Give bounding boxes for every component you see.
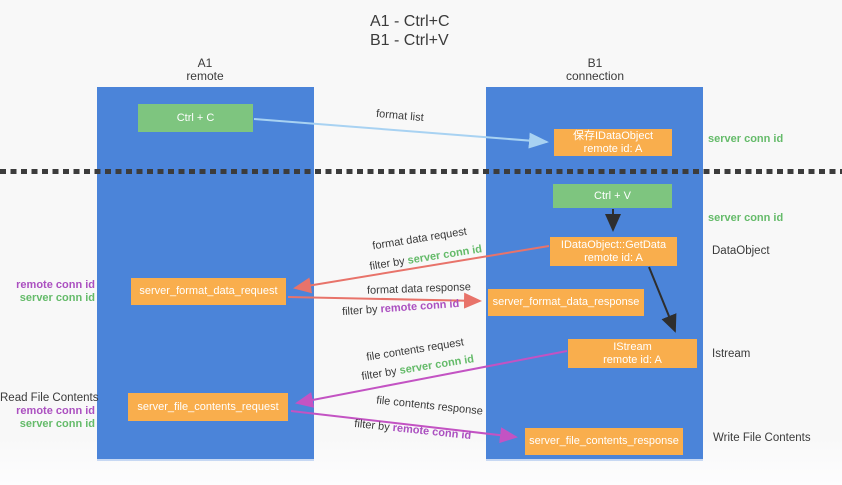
node-server-format-data-request: server_format_data_request: [131, 278, 286, 305]
label-file-contents-response: file contents response: [375, 394, 484, 418]
annotation-server-conn-id-mid: server conn id: [708, 212, 784, 224]
annotation-remote-conn-id-bottom: remote conn id: [16, 405, 95, 417]
node-server-file-contents-request: server_file_contents_request: [128, 393, 288, 421]
node-ctrl-v: Ctrl + V: [553, 184, 672, 208]
node-getdata-line2: remote id: A: [584, 251, 643, 264]
node-save-dataobject-line1: 保存IDataObject: [572, 129, 654, 142]
node-ctrl-c-label: Ctrl + C: [176, 111, 215, 124]
annotation-conn-ids-format: remote conn id server conn id: [0, 279, 95, 304]
filter-prefix: filter by: [360, 365, 398, 383]
node-server-file-contents-response-label: server_file_contents_response: [529, 435, 679, 447]
lane-b1-role: connection: [565, 69, 625, 83]
lane-a1-id: A1: [197, 56, 213, 70]
node-getdata-line1: IDataObject::GetData: [560, 238, 667, 251]
annotation-server-conn-id-top: server conn id: [708, 133, 784, 145]
label-filter-file-response: filter by remote conn id: [354, 418, 472, 443]
label-format-data-response: format data response: [366, 281, 472, 297]
node-server-file-contents-request-label: server_file_contents_request: [137, 400, 279, 413]
annotation-server-conn-id-left-bottom: server conn id: [19, 417, 95, 430]
filter-key-remote-conn-id: remote conn id: [380, 297, 460, 316]
lane-b1-id: B1: [587, 56, 603, 70]
label-filter-format-response: filter by remote conn id: [342, 298, 460, 319]
node-ctrl-c: Ctrl + C: [138, 104, 253, 132]
node-save-dataobject-line2: remote id: A: [583, 142, 643, 155]
annotation-istream: Istream: [712, 348, 751, 360]
annotation-write-file-contents: Write File Contents: [713, 432, 811, 444]
node-getdata: IDataObject::GetData remote id: A: [550, 237, 677, 266]
filter-prefix: filter by: [353, 417, 391, 434]
session-separator-line: [0, 169, 842, 174]
node-istream: IStream remote id: A: [568, 339, 697, 368]
annotation-read-file-contents: Read File Contents: [0, 392, 99, 404]
node-istream-line1: IStream: [613, 340, 652, 353]
node-server-file-contents-response: server_file_contents_response: [525, 428, 683, 455]
filter-prefix: filter by: [341, 303, 378, 319]
node-save-dataobject: 保存IDataObject remote id: A: [554, 129, 672, 156]
diagram-title-line1: A1 - Ctrl+C: [370, 13, 450, 30]
lane-header-a1: A1 remote: [145, 57, 265, 83]
filter-prefix: filter by: [368, 255, 406, 273]
lane-a1-role: remote: [186, 69, 224, 83]
node-server-format-data-request-label: server_format_data_request: [139, 285, 278, 297]
diagram-title: A1 - Ctrl+C B1 - Ctrl+V: [370, 12, 450, 50]
node-istream-line2: remote id: A: [603, 353, 662, 366]
annotation-server-conn-id-left-top: server conn id: [19, 291, 95, 304]
filter-key-server-conn-id: server conn id: [406, 243, 483, 267]
node-ctrl-v-label: Ctrl + V: [594, 189, 631, 202]
node-server-format-data-response-label: server_format_data_response: [492, 296, 640, 308]
annotation-remote-conn-id-top: remote conn id: [16, 279, 95, 291]
filter-key-remote-conn-id: remote conn id: [392, 421, 472, 443]
node-server-format-data-response: server_format_data_response: [488, 289, 644, 316]
lane-header-b1: B1 connection: [535, 57, 655, 83]
diagram-title-line2: B1 - Ctrl+V: [370, 32, 449, 49]
label-format-list: format list: [375, 107, 425, 125]
annotation-read-file-contents-block: Read File Contents remote conn id server…: [0, 391, 99, 430]
annotation-dataobject: DataObject: [712, 245, 770, 257]
